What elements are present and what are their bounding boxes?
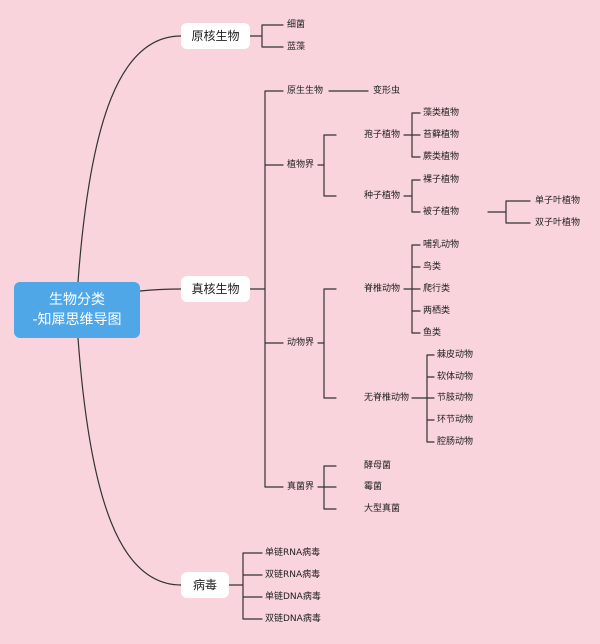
node-bacteria[interactable]: 细菌 xyxy=(287,20,306,30)
node-annelid[interactable]: 环节动物 xyxy=(437,415,474,425)
connector-root-eukaryote xyxy=(139,288,182,292)
connector-root-prokaryote xyxy=(77,35,182,283)
node-animal[interactable]: 动物界 xyxy=(287,338,315,348)
node-arthropod[interactable]: 节肢动物 xyxy=(437,393,474,403)
node-yeast[interactable]: 酵母菌 xyxy=(364,461,392,471)
connector-eukaryote-children xyxy=(249,90,284,488)
node-fungi[interactable]: 真菌界 xyxy=(287,482,315,492)
connector-seed-children xyxy=(403,179,421,213)
node-monocot[interactable]: 单子叶植物 xyxy=(535,196,581,206)
node-mollusk[interactable]: 软体动物 xyxy=(437,372,474,382)
node-mold[interactable]: 霉菌 xyxy=(364,482,383,492)
node-vertebrate[interactable]: 脊椎动物 xyxy=(364,284,401,294)
connector-invertebrate-children xyxy=(411,354,435,443)
node-dsrna-virus[interactable]: 双链RNA病毒 xyxy=(265,570,321,580)
connector-animal-children xyxy=(317,288,337,399)
root-node[interactable]: 生物分类 -知犀思维导图 xyxy=(14,282,140,338)
node-dicot[interactable]: 双子叶植物 xyxy=(535,218,581,228)
node-moss[interactable]: 苔藓植物 xyxy=(423,130,460,140)
node-spore-plant[interactable]: 孢子植物 xyxy=(364,130,401,140)
node-prokaryote[interactable]: 原核生物 xyxy=(181,23,250,49)
node-cnidarian[interactable]: 腔肠动物 xyxy=(437,437,474,447)
node-amphibian[interactable]: 两栖类 xyxy=(423,306,451,316)
node-protist[interactable]: 原生生物 xyxy=(287,86,324,96)
node-amoeba[interactable]: 变形虫 xyxy=(373,86,401,96)
node-fish[interactable]: 鱼类 xyxy=(423,328,442,338)
node-ssrna-virus[interactable]: 单链RNA病毒 xyxy=(265,548,321,558)
node-virus[interactable]: 病毒 xyxy=(181,572,229,598)
root-title: 生物分类 xyxy=(49,292,105,308)
node-echinoderm[interactable]: 棘皮动物 xyxy=(437,350,474,360)
connector-root-virus xyxy=(77,337,182,586)
node-gymnosperm[interactable]: 裸子植物 xyxy=(423,175,460,185)
node-reptile[interactable]: 爬行类 xyxy=(423,284,451,294)
node-seed-plant[interactable]: 种子植物 xyxy=(364,191,401,201)
node-ssdna-virus[interactable]: 单链DNA病毒 xyxy=(265,592,321,602)
root-subtitle: -知犀思维导图 xyxy=(32,312,122,328)
node-cyanobacteria[interactable]: 蓝藻 xyxy=(287,42,306,52)
connector-plant-children xyxy=(317,134,337,197)
node-mammal[interactable]: 哺乳动物 xyxy=(423,240,460,250)
connector-fungi-children xyxy=(317,465,337,510)
node-angiosperm[interactable]: 被子植物 xyxy=(423,207,460,217)
node-algae[interactable]: 藻类植物 xyxy=(423,108,460,118)
node-bird[interactable]: 鸟类 xyxy=(423,262,442,272)
node-macrofungi[interactable]: 大型真菌 xyxy=(364,504,401,514)
connector-spore-children xyxy=(403,112,421,158)
node-fern[interactable]: 蕨类植物 xyxy=(423,152,460,162)
node-dsdna-virus[interactable]: 双链DNA病毒 xyxy=(265,614,321,624)
node-plant[interactable]: 植物界 xyxy=(287,160,315,170)
connector-angio-children xyxy=(487,200,531,224)
connector-vertebrate-children xyxy=(403,244,421,334)
node-invertebrate[interactable]: 无脊椎动物 xyxy=(364,393,410,403)
node-eukaryote[interactable]: 真核生物 xyxy=(181,276,250,302)
connector-prokaryote-children xyxy=(249,24,284,48)
